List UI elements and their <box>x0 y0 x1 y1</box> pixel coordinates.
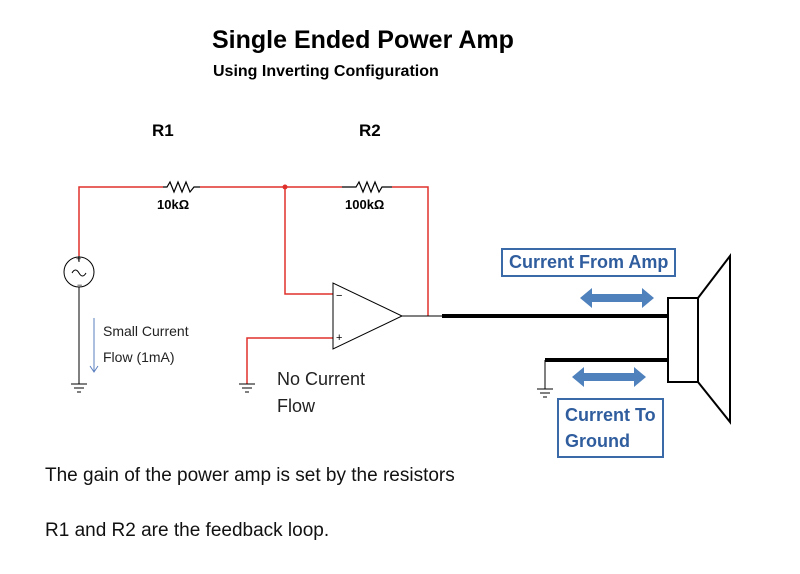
small-current-line1: Small Current <box>103 323 189 339</box>
r2-resistor <box>342 180 392 194</box>
svg-text:−: − <box>77 280 82 290</box>
wire-junction-to-minus <box>284 187 333 295</box>
current-to-ground-line1: Current To <box>565 405 656 425</box>
ground-source-icon <box>71 383 87 393</box>
ground-speaker-icon <box>537 360 553 398</box>
r2-value: 100kΩ <box>345 197 385 212</box>
r1-resistor <box>163 180 200 194</box>
footer-line2: R1 and R2 are the feedback loop. <box>45 520 330 541</box>
svg-text:+: + <box>336 332 342 344</box>
svg-text:−: − <box>336 290 342 302</box>
r1-label: R1 <box>152 121 174 140</box>
wire-plus-to-ground <box>246 337 333 384</box>
r1-value: 10kΩ <box>157 197 190 212</box>
footer-line1: The gain of the power amp is set by the … <box>45 465 455 486</box>
speaker-icon <box>667 253 731 425</box>
arrow-current-from-amp <box>580 288 654 308</box>
current-from-amp-box: Current From Amp <box>501 248 677 277</box>
junction-dot <box>282 184 288 190</box>
diagram-title: Single Ended Power Amp <box>212 26 514 54</box>
wire-source-to-r1 <box>78 186 163 256</box>
small-current-arrow <box>89 318 99 373</box>
current-to-ground-line2: Ground <box>565 431 630 451</box>
ground-opamp-icon <box>239 383 255 393</box>
small-current-line2: Flow (1mA) <box>103 349 175 365</box>
arrow-current-to-ground <box>572 367 646 387</box>
ac-source: + − <box>63 254 95 384</box>
red-wires <box>78 186 429 384</box>
no-current-line1: No Current <box>277 369 366 389</box>
opamp: − + <box>332 282 404 350</box>
current-to-ground-box: Current To Ground <box>557 398 664 458</box>
wire-r2-to-output <box>392 186 429 316</box>
r2-label: R2 <box>359 121 381 140</box>
diagram-subtitle: Using Inverting Configuration <box>213 63 439 80</box>
svg-text:+: + <box>76 254 81 264</box>
no-current-line2: Flow <box>277 396 316 416</box>
